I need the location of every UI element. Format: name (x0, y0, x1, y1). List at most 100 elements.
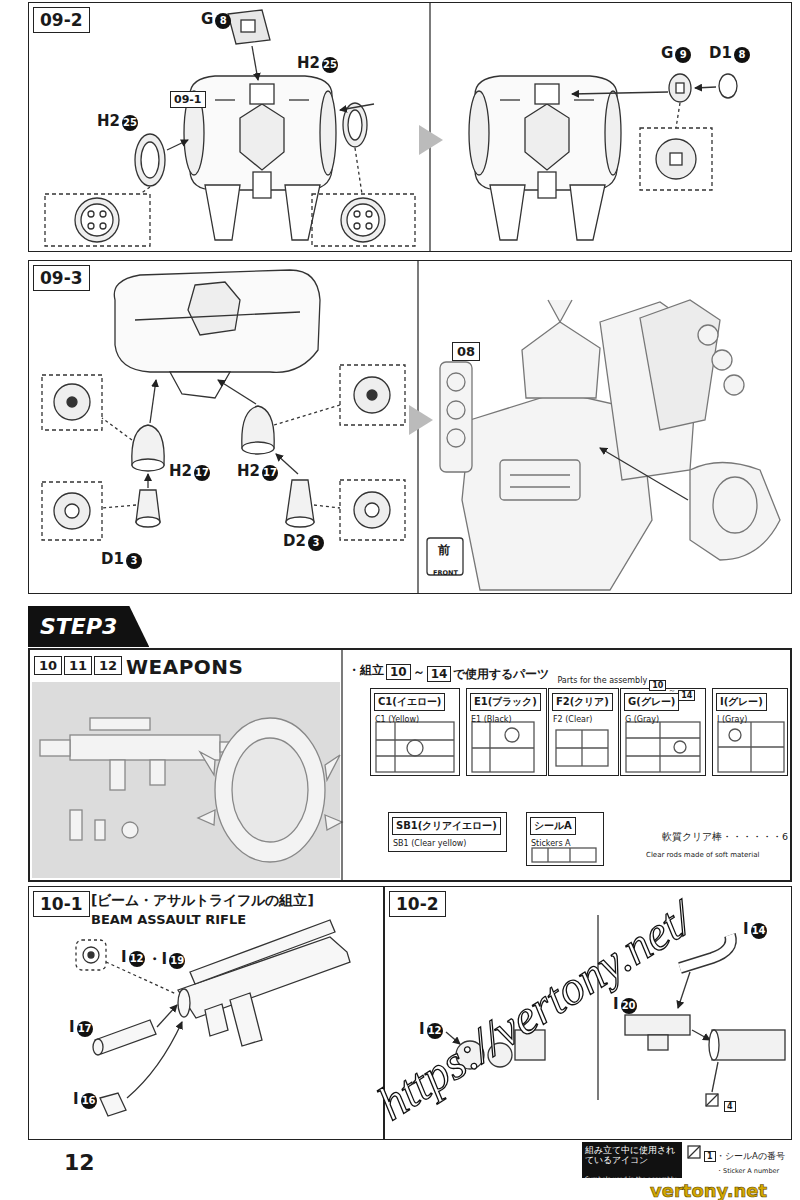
sticker-number: 4 (724, 1101, 736, 1112)
front-icon-text-holder: FRONT (433, 562, 458, 578)
assembly-ref-holder: 08 (452, 342, 480, 361)
part-number-holder: 8 (215, 11, 231, 29)
front-icon-text: FRONT (433, 569, 458, 577)
runner-name: G(グレー) (624, 693, 679, 711)
runner-name-en: E1 (Black) (471, 715, 512, 724)
part-number-holder: 14 (751, 921, 767, 939)
page-number: 12 (64, 1150, 95, 1175)
runner-name-en-holder: SB1 (Clear yellow) (393, 833, 466, 849)
runner-name-en: F2 (Clear) (553, 715, 592, 724)
step-panel: 09-2 (28, 2, 792, 252)
step-number: 10 (386, 664, 411, 680)
part-number: 20 (621, 998, 637, 1014)
part-callout-holder: H2 (168, 462, 193, 480)
part-number: 25 (122, 115, 138, 131)
part-number: 16 (81, 1093, 97, 1109)
part-callout: D1 (708, 44, 733, 62)
icon-legend-text: ・シールAの番号 (716, 1151, 785, 1163)
runner-box: C1(イエロー) C1 (Yellow) (370, 688, 460, 776)
part-callout: I (742, 920, 750, 938)
watermark: https://vertony.net/ (368, 890, 702, 1130)
sticker-name: シールA (530, 817, 576, 835)
part-number-holder: 25 (322, 55, 338, 73)
step-number-holder: 09-3 (33, 265, 90, 291)
part-callout: I (612, 995, 620, 1013)
runner-name-en: G (Gray) (625, 715, 659, 724)
step-title-holder: [ビーム・アサルトライフルの組立] (91, 892, 314, 910)
part-callout-holder: I (72, 1090, 80, 1108)
part-number-holder: 8 (734, 45, 750, 63)
sticker-name-en: Stickers A (531, 839, 571, 848)
step-number: 11 (64, 656, 92, 675)
part-number-holder: 25 (122, 113, 138, 131)
step-number-holder: 10-1 (33, 891, 90, 917)
part-callout-holder: H2 (96, 112, 121, 130)
part-number: 3 (126, 553, 142, 569)
icon-legend-text: ・Sticker A number (716, 1167, 779, 1176)
part-number: 19 (169, 953, 185, 969)
runner-name: I(グレー) (716, 693, 767, 711)
part-callout-holder: I (612, 995, 620, 1013)
step-number-holder: 10 (386, 663, 411, 680)
parts-heading-holder: ～ (413, 663, 425, 681)
runner-name: SB1(クリアイエロー) (392, 817, 501, 835)
part-number: 8 (215, 13, 231, 29)
icon-legend-text-holder: ・シールAの番号 (716, 1146, 785, 1163)
step-number: 09-3 (33, 265, 90, 291)
runner-name-holder: F2(クリア) (552, 692, 613, 711)
clear-rod-note-holder: Clear rods made of soft material (646, 844, 759, 860)
runner-box: E1(ブラック)E1 (Black) (466, 688, 547, 776)
section-title-holder: WEAPONS (126, 655, 244, 679)
part-number: 17 (262, 465, 278, 481)
sticker-number-holder: 4 (724, 1096, 736, 1112)
part-callout: I (72, 1090, 80, 1108)
step-panel: 09-3 (28, 260, 792, 594)
step-number: 14 (427, 666, 452, 682)
part-number: 14 (751, 923, 767, 939)
runner-name-en-holder: G (Gray) (625, 709, 659, 725)
part-callout-holder: G (200, 10, 214, 28)
parts-heading-en-holder: ～ (668, 680, 676, 696)
assembly-ref-holder: 09-1 (170, 90, 206, 108)
runner-name-en: C1 (Yellow) (375, 715, 419, 724)
part-number: 12 (427, 1023, 443, 1039)
runner-name-en-holder: I (Gray) (717, 709, 747, 725)
part-callout-holder: I (120, 948, 128, 966)
runner-name-en-holder: F2 (Clear) (553, 709, 592, 725)
part-callout: ・I (146, 950, 169, 969)
step-number-holder: 10 (34, 656, 62, 675)
part-callout: H2 (168, 462, 193, 480)
icon-legend-text-holder: ・Sticker A number (716, 1160, 779, 1176)
part-number: 17 (194, 465, 210, 481)
part-callout: I (68, 1018, 76, 1036)
sticker-number: 1 (704, 1151, 716, 1162)
part-callout-holder: I (418, 1020, 426, 1038)
part-callout: H2 (96, 112, 121, 130)
part-callout: D2 (282, 532, 307, 550)
step-number: 10-1 (33, 891, 90, 917)
icon-note: 組み立て中に使用されているアイコン (585, 1145, 679, 1166)
icon-note-holder: 組み立て中に使用されているアイコン (585, 1145, 679, 1166)
parts-heading-holder: で使用するパーツ (453, 665, 549, 683)
part-number: 8 (734, 47, 750, 63)
part-number-holder: 12 (427, 1021, 443, 1039)
step-number: 14 (678, 690, 695, 701)
parts-heading-en: ～ (668, 685, 676, 696)
step-number: 12 (94, 656, 122, 675)
part-number-holder: 17 (77, 1019, 93, 1037)
step-number: 10 (649, 680, 666, 691)
part-number-holder: 17 (262, 463, 278, 481)
runner-name-holder: C1(イエロー) (374, 692, 445, 711)
part-callout: H2 (296, 54, 321, 72)
runner-name: F2(クリア) (552, 693, 613, 711)
step-number-holder: 10-2 (389, 891, 446, 917)
step-number-holder: 14 (427, 665, 452, 682)
runner-box: SB1(クリアイエロー)SB1 (Clear yellow) (388, 812, 507, 852)
assembly-ref: 09-1 (170, 91, 206, 108)
part-callout-holder: D2 (282, 532, 307, 550)
part-callout: G (660, 44, 674, 62)
runner-name-holder: I(グレー) (716, 692, 767, 711)
runner-name-holder: SB1(クリアイエロー) (392, 816, 501, 835)
clear-rod-note-holder: 軟質クリア棒・・・・・・6 (662, 827, 788, 844)
